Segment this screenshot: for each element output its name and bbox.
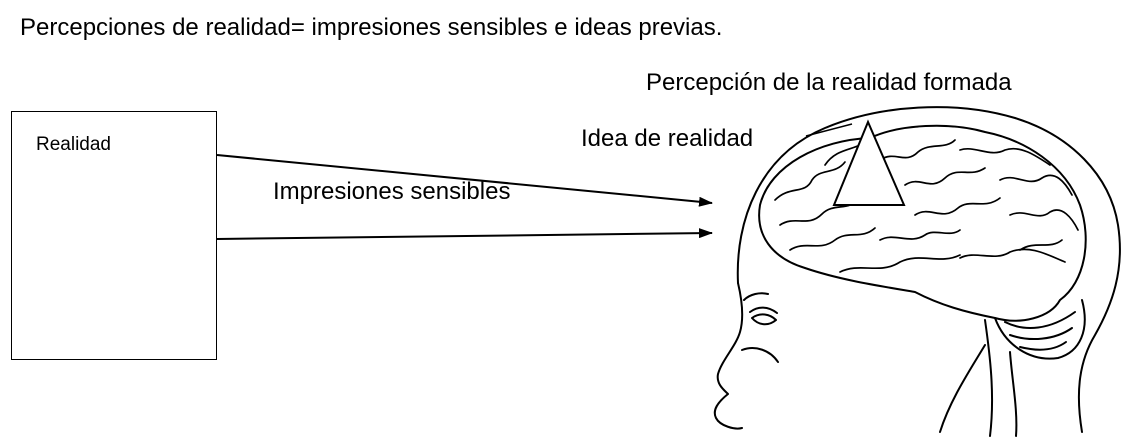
lower-arrow [216, 228, 713, 240]
idea-pointer-line [805, 123, 853, 137]
sensory-impressions-label: Impresiones sensibles [273, 178, 511, 205]
idea-of-reality-label: Idea de realidad [581, 125, 754, 152]
diagram-heading: Percepciones de realidad= impresiones se… [20, 14, 723, 41]
triangle-icon [832, 119, 906, 206]
perception-formed-label: Percepción de la realidad formada [646, 69, 1012, 96]
reality-label: Realidad [36, 134, 111, 155]
reality-box: Realidad [11, 111, 217, 360]
head-brain-icon [713, 106, 1121, 437]
upper-arrow [216, 154, 713, 207]
brain-folds [774, 139, 1079, 273]
